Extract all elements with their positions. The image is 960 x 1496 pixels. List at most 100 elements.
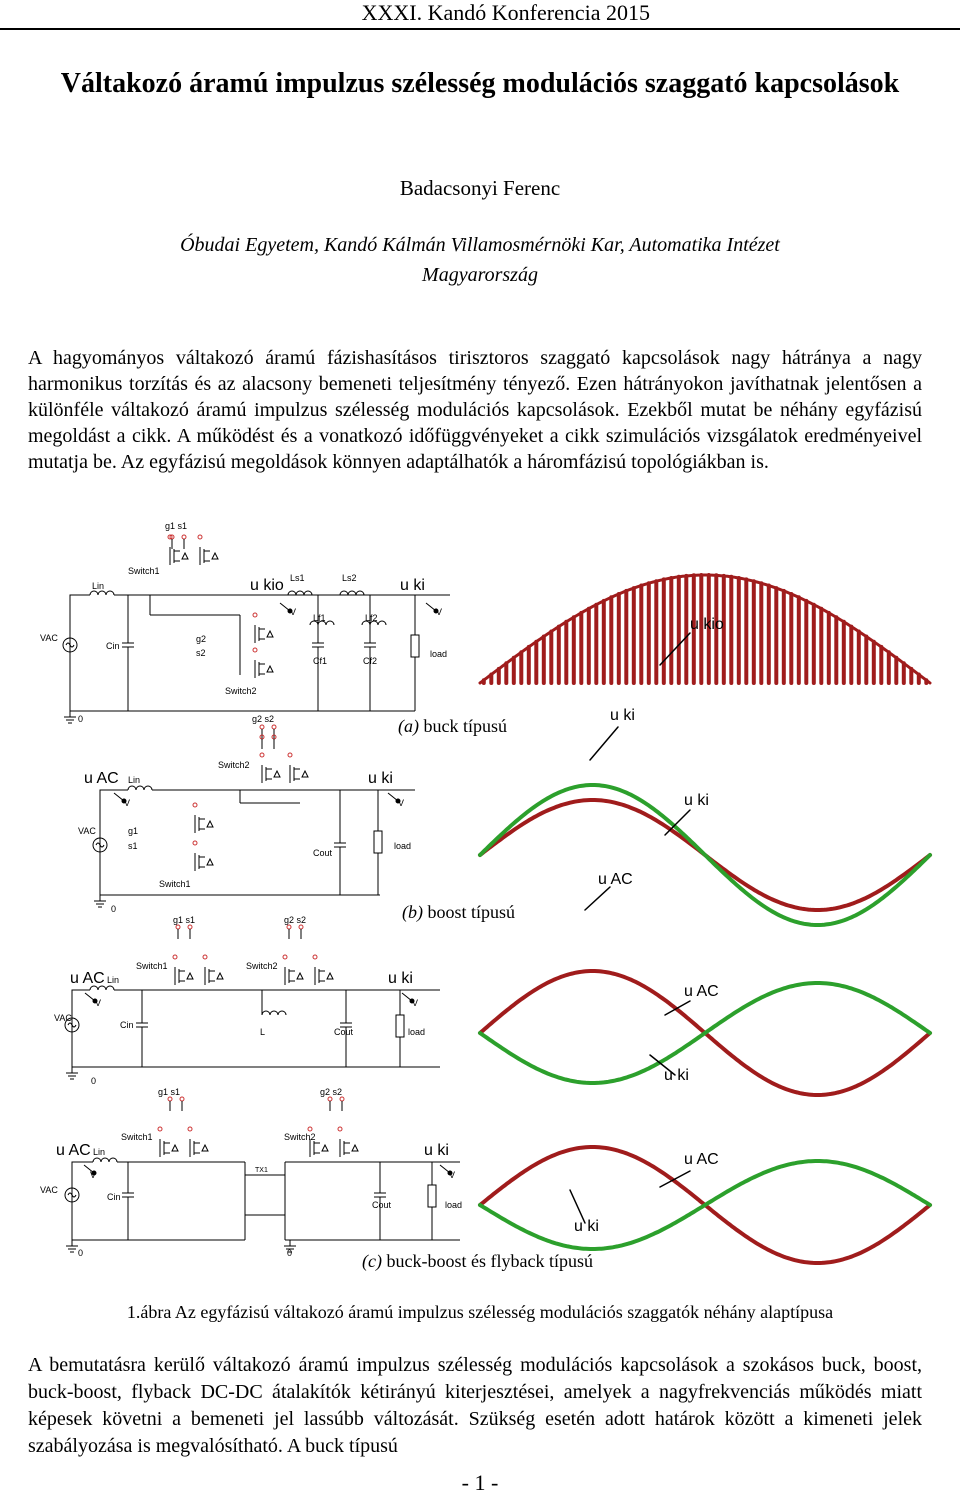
capacitor-cf1: [312, 642, 324, 648]
wave-label-uac-c2: u AC: [684, 1151, 719, 1168]
wave-label-uac-c1: u AC: [684, 983, 719, 1000]
transformer-tx1: [244, 1174, 286, 1216]
gate-pair-c1a: [167, 1096, 185, 1111]
gate-s: [181, 534, 187, 540]
wire: [71, 1161, 93, 1240]
label-vac-c2: VAC: [40, 1185, 58, 1195]
label-lin-a: Lin: [92, 581, 105, 591]
label-v2-c2: V: [449, 1170, 456, 1180]
switch-leads: [204, 550, 210, 562]
wave-label-ukio: u kio: [690, 616, 724, 633]
switch-2-a: [252, 612, 274, 643]
label-ls2: Ls2: [342, 573, 357, 583]
switch-diode: [186, 971, 194, 980]
switch-diode: [206, 819, 214, 828]
ukio-envelope: [478, 573, 932, 685]
switch-leads: [179, 970, 185, 982]
label-gnd-b: 0: [111, 904, 117, 914]
label-uki-c1: u ki: [388, 970, 413, 987]
schematic-boost: [92, 734, 415, 939]
ground-c2b: [284, 1240, 296, 1253]
figure-1: g1 s1 Lin Switch1 u kio Ls1 Ls2 u ki V V…: [0, 515, 960, 1305]
label-v1-b: V: [124, 798, 131, 808]
gate-s: [271, 724, 277, 730]
gate-terminal: [197, 534, 203, 540]
schematic-flyback: [64, 1126, 460, 1253]
ac-source-circle: [92, 837, 108, 853]
wave-group-a: [478, 573, 932, 685]
label-gnd-c1: 0: [91, 1076, 97, 1086]
label-cin-a: Cin: [106, 641, 120, 651]
switch-diode: [211, 551, 219, 560]
switch-diode: [296, 971, 304, 980]
capacitor-cin-a: [122, 642, 134, 648]
caption-b-text: boost típusú: [427, 902, 516, 922]
ac-source-c1: [64, 1017, 80, 1033]
gate-s: [179, 1096, 185, 1102]
inductor-lf1: [309, 620, 335, 626]
probe-tip: [395, 798, 401, 804]
switch-b2: [259, 752, 281, 783]
wave-label-uki-b: u ki: [684, 792, 709, 809]
probe-b1: [113, 792, 127, 804]
inductor-lin-c1: [89, 985, 115, 991]
switch-leads: [194, 1142, 200, 1154]
inductor-lin-c2: [92, 1157, 118, 1163]
affiliation-line-2: Magyarország: [422, 264, 538, 286]
ground-c2a: [66, 1240, 78, 1253]
switch-c2-2b: [337, 1126, 359, 1157]
gate-terminal: [337, 1126, 343, 1132]
label-load-c1: load: [408, 1027, 426, 1037]
caption-c: (c) buck-boost és flyback típusú: [362, 1251, 593, 1272]
pointer-uac-c1: [664, 1000, 691, 1016]
label-load-c2: load: [445, 1200, 463, 1210]
header-rule: [0, 28, 960, 30]
label-ls1: Ls1: [290, 573, 305, 583]
ac-source-c2: [64, 1187, 80, 1203]
label-uac-c1: u AC: [70, 970, 105, 987]
switch-diode: [301, 769, 309, 778]
ac-source-a: [62, 637, 78, 653]
label-l-c1: L: [260, 1027, 266, 1037]
label-gnd-a: 0: [78, 714, 84, 724]
gate-terminal: [282, 954, 288, 960]
switch-diode: [266, 664, 274, 673]
switch-leads: [199, 818, 205, 830]
switch-c2-1a: [157, 1126, 179, 1157]
switch-leads: [259, 628, 265, 640]
gate-terminal: [167, 534, 173, 540]
probe-tip: [409, 998, 415, 1004]
inductor-lf2: [361, 620, 387, 626]
label-vac-c1: VAC: [54, 1013, 72, 1023]
caption-c-text: buck-boost és flyback típusú: [386, 1251, 593, 1271]
label-cin-c2: Cin: [107, 1192, 121, 1202]
probe-tip: [91, 1170, 97, 1176]
ac-source-circle: [62, 637, 78, 653]
label-switch1-c2: Switch1: [121, 1132, 153, 1142]
label-g1s1-a: g1 s1: [165, 521, 188, 531]
ac-source-circle: [64, 1187, 80, 1203]
label-switch2-a: Switch2: [225, 686, 257, 696]
wave-label-uki-c1: u ki: [664, 1067, 689, 1084]
switch-c2a: [282, 954, 304, 985]
load-c2: [427, 1184, 437, 1208]
switch-diode: [171, 1143, 179, 1152]
gate-pair-c1b: [327, 1096, 345, 1111]
capacitor-cout-c2: [374, 1192, 386, 1198]
pointer-uac-b: [584, 886, 611, 911]
affiliation: Óbudai Egyetem, Kandó Kálmán Villamosmér…: [0, 230, 960, 290]
wave-group-c1: [478, 969, 932, 1097]
label-g1s1-b: g1 s1: [173, 915, 196, 925]
inductor-ls2: [339, 590, 365, 596]
gate-s: [339, 1096, 345, 1102]
gate-g: [327, 1096, 333, 1102]
probe-b2: [387, 792, 401, 804]
paper-title: Váltakozó áramú impulzus szélesség modul…: [60, 68, 900, 99]
waveform-plots: [478, 573, 932, 1265]
pointer-uki-c2: [569, 1189, 586, 1224]
switch-1b-a: [197, 534, 219, 565]
switch-c1b: [202, 954, 224, 985]
label-ukio-a: u kio: [250, 577, 284, 594]
conference-title: XXXI. Kandó Konferencia 2015: [361, 0, 650, 25]
inductor-lin-b: [127, 785, 153, 791]
